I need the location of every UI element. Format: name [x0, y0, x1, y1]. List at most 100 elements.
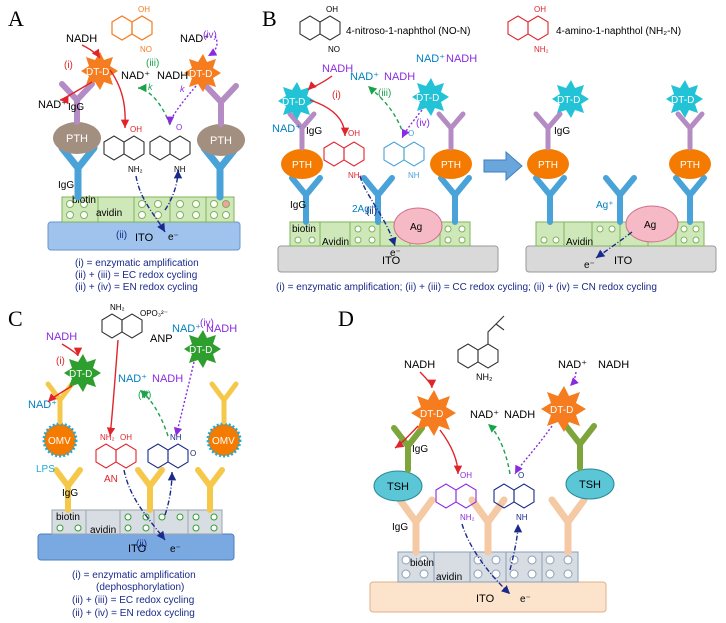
- panel-a-aminonaphthol: [103, 135, 145, 161]
- panel-d-arrow-ii-up: [509, 523, 523, 571]
- panel-b-biotin-layer-left: [289, 221, 471, 247]
- panel-c-biotin-layer: [51, 509, 223, 535]
- panel-a-nadp-1: NAD⁺: [38, 99, 67, 111]
- panel-a-electron: e⁻: [168, 232, 179, 243]
- panel-c-nadh-1: NADH: [46, 331, 77, 343]
- panel-a-avidin-label: avidin: [96, 208, 122, 219]
- panel-b-arrow-right: [595, 231, 633, 259]
- panel-d-dtd-2-label: DT-D: [550, 405, 573, 416]
- panel-a-pth-1-label: PTH: [66, 133, 88, 145]
- panel-b-biotin-layer-right: [535, 221, 705, 247]
- panel-d-tsh-2-label: TSH: [579, 479, 601, 491]
- panel-a-arrow-iii: [137, 83, 171, 126]
- panel-b-o-struct: O: [408, 129, 414, 138]
- panel-b-quinone-imine-surface: [383, 141, 425, 167]
- panel-c: C ITO biotin avidin IgG OMV OMV LPS: [8, 303, 242, 619]
- panel-d-quinone-imine: [493, 483, 535, 509]
- panel-b-aminonaphthol-surface: [323, 141, 365, 167]
- panel-d-ito-label: ITO: [476, 593, 495, 605]
- panel-b-pth-4: [669, 149, 711, 179]
- panel-b-pth-3-label: PTH: [538, 160, 558, 171]
- panel-d-arrow-i: [419, 371, 437, 389]
- panel-d-aminonaphthol: [435, 483, 477, 509]
- panel-c-an-label: AN: [104, 474, 118, 485]
- panel-b-pth-2-label: PTH: [441, 160, 461, 171]
- panel-b-dtd-1: [278, 82, 315, 120]
- panel-b-dtd-4-label: DT-D: [671, 95, 694, 106]
- panel-d-letter: D: [338, 306, 354, 331]
- panel-c-nh2-s: NH₂: [100, 433, 115, 442]
- panel-b-arrow-iii: [367, 85, 405, 137]
- panel-b-capture-igg-r2: [603, 175, 637, 225]
- panel-b-oh-struct: OH: [348, 129, 360, 138]
- panel-b-dtd-2-label: DT-D: [416, 93, 439, 104]
- panel-a-o: O: [176, 123, 182, 132]
- panel-d-detection-igg-2: [563, 423, 597, 471]
- panel-a-no-label: NO: [140, 45, 152, 54]
- panel-a-arrow-iv-top: [207, 35, 218, 57]
- panel-d-substrate-structure: [457, 315, 505, 369]
- panel-c-ito-label: ITO: [128, 543, 147, 555]
- panel-b-pth-1-label: PTH: [292, 160, 312, 171]
- panel-d-dtd-2: [541, 386, 586, 432]
- panel-b-igg-bottom-label: IgG: [290, 200, 306, 211]
- panel-c-capture-igg-1: [53, 467, 83, 513]
- panel-c-letter: C: [8, 306, 23, 331]
- panel-d-capture-igg-2: [468, 496, 508, 556]
- panel-a-dtd-enzyme-1: [81, 52, 118, 90]
- panel-c-legend-1: (i) = enzymatic amplification: [72, 570, 196, 581]
- panel-b-detection-igg-2: [436, 111, 466, 151]
- panel-c-detection-igg-2: [209, 381, 239, 425]
- panel-c-opo3: OPO₃²⁻: [140, 309, 168, 318]
- panel-a-legend-2: (ii) + (iii) = EC redox cycling: [75, 270, 197, 281]
- panel-a-arrow-i-out: [59, 81, 93, 105]
- panel-b-dtd-3: [552, 80, 589, 118]
- panel-b-no-n-structure: [299, 15, 341, 41]
- panel-a-oh-top: OH: [138, 5, 150, 14]
- panel-d: D ITO biotin avidin IgG TSH TSH: [338, 306, 629, 613]
- panel-a-legend-1: (i) = enzymatic amplification: [75, 258, 199, 269]
- panel-c-nadp-2: NAD⁺: [118, 373, 147, 385]
- panel-a-legend-3: (ii) + (iv) = EN redox cycling: [75, 282, 198, 293]
- panel-d-tsh-1: [373, 470, 423, 502]
- panel-d-detection-igg-1: [391, 425, 425, 473]
- panel-c-anp-label: ANP: [150, 333, 173, 345]
- panel-d-dtd-1-label: DT-D: [420, 409, 443, 420]
- panel-b-ag-label-right: Ag: [644, 220, 656, 231]
- panel-d-arrow-ii: [461, 523, 511, 595]
- panel-b-electron-right: e⁻: [584, 260, 595, 271]
- panel-b-pth-2: [430, 149, 472, 179]
- panel-b-step-ii: (ii): [366, 206, 377, 217]
- panel-a-nadh-1: NADH: [66, 33, 97, 45]
- panel-c-legend-4: (ii) + (iv) = EN redox cycling: [72, 608, 195, 619]
- panel-c-nadh-3: NADH: [206, 323, 237, 335]
- panel-b-nh2-n-name: 4-amino-1-naphthol (NH₂-N): [556, 26, 681, 37]
- panel-b-nh2-struct: NH₂: [348, 171, 363, 180]
- panel-b-nadh-2: NADH: [384, 71, 415, 83]
- panel-b-nadp-3: NAD⁺: [416, 53, 445, 65]
- panel-b-letter: B: [262, 6, 277, 31]
- panel-d-tsh-2: [565, 468, 615, 500]
- panel-b-detection-igg-r2: [675, 111, 705, 151]
- panel-b-avidin-right-label: Avidin: [566, 237, 593, 248]
- panel-c-avidin-label: avidin: [90, 525, 116, 536]
- panel-d-tsh-1-label: TSH: [387, 481, 409, 493]
- panel-b-transition-arrow: [483, 150, 523, 182]
- panel-c-nadp-3: NAD⁺: [172, 323, 201, 335]
- panel-b-dtd-1-label: DT-D: [282, 97, 305, 108]
- panel-c-dtd-1-label: DT-D: [69, 369, 92, 380]
- panel-b-arrow-red-down: [309, 99, 350, 137]
- panel-d-biotin-layer: [397, 551, 579, 583]
- panel-a-nadp-2: NAD⁺: [121, 70, 150, 82]
- panel-a-step-iii: (iii): [146, 58, 159, 69]
- panel-b-ag-plus: Ag⁺: [596, 200, 614, 211]
- panel-d-igg-top-label: IgG: [412, 444, 428, 455]
- panel-c-omv-1-label: OMV: [48, 436, 71, 447]
- panel-b-electron: e⁻: [390, 248, 401, 259]
- panel-b-igg-right-label: IgG: [554, 126, 570, 137]
- panel-d-nadp-1: NAD⁺: [470, 409, 499, 421]
- panel-d-nh2-top: NH₂: [476, 372, 493, 382]
- panel-a-nadp-3: NAD⁺: [180, 33, 209, 45]
- panel-b-avidin-label: Avidin: [322, 237, 349, 248]
- panel-d-arrow-purple: [514, 425, 553, 475]
